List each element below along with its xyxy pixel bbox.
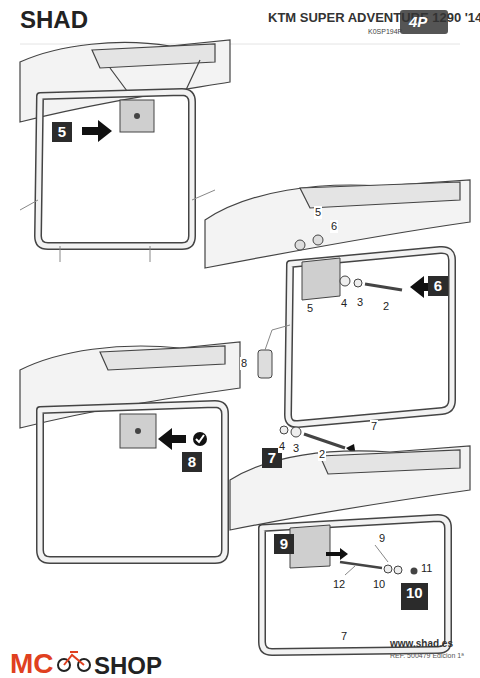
step-number: 9 [274,534,294,554]
step-text: 5 [58,123,66,140]
website: www.shad.es [390,638,453,650]
watermark: SHOP [94,652,162,678]
step-text: 10 [406,584,423,601]
step-number: 10 [401,583,428,610]
step-text: 9 [280,535,288,552]
part-number: 5 [306,302,314,315]
part-number: 3 [356,296,364,309]
system-logo: 4P [409,13,427,30]
part-number: 4 [340,297,348,310]
reference: REF. 500479 Edicion 1ª [390,652,464,660]
part-number: 2 [382,300,390,313]
step-number: 5 [52,122,72,142]
step-text: 8 [188,453,196,470]
step-text: 6 [434,277,442,294]
step-number: 8 [182,452,202,472]
part-number: 6 [330,220,338,233]
part-number: 7 [340,630,348,643]
part-number: 10 [372,578,386,591]
brand-logo: SHAD [20,6,88,34]
part-number: 5 [314,206,322,219]
part-number: 2 [318,448,326,461]
watermark: MC [10,648,54,678]
step-number: 6 [428,276,448,296]
part-number: 3 [292,442,300,455]
part-number: 9 [378,532,386,545]
product-code: K0SP194P [368,28,402,36]
part-number: 12 [332,578,346,591]
step-text: 7 [268,449,276,466]
part-number: 11 [420,562,433,575]
model-title: KTM SUPER ADVENTURE 1290 '14-20 [268,10,480,25]
part-number: 7 [370,420,378,433]
part-number: 8 [240,357,248,370]
part-number: 4 [278,440,286,453]
